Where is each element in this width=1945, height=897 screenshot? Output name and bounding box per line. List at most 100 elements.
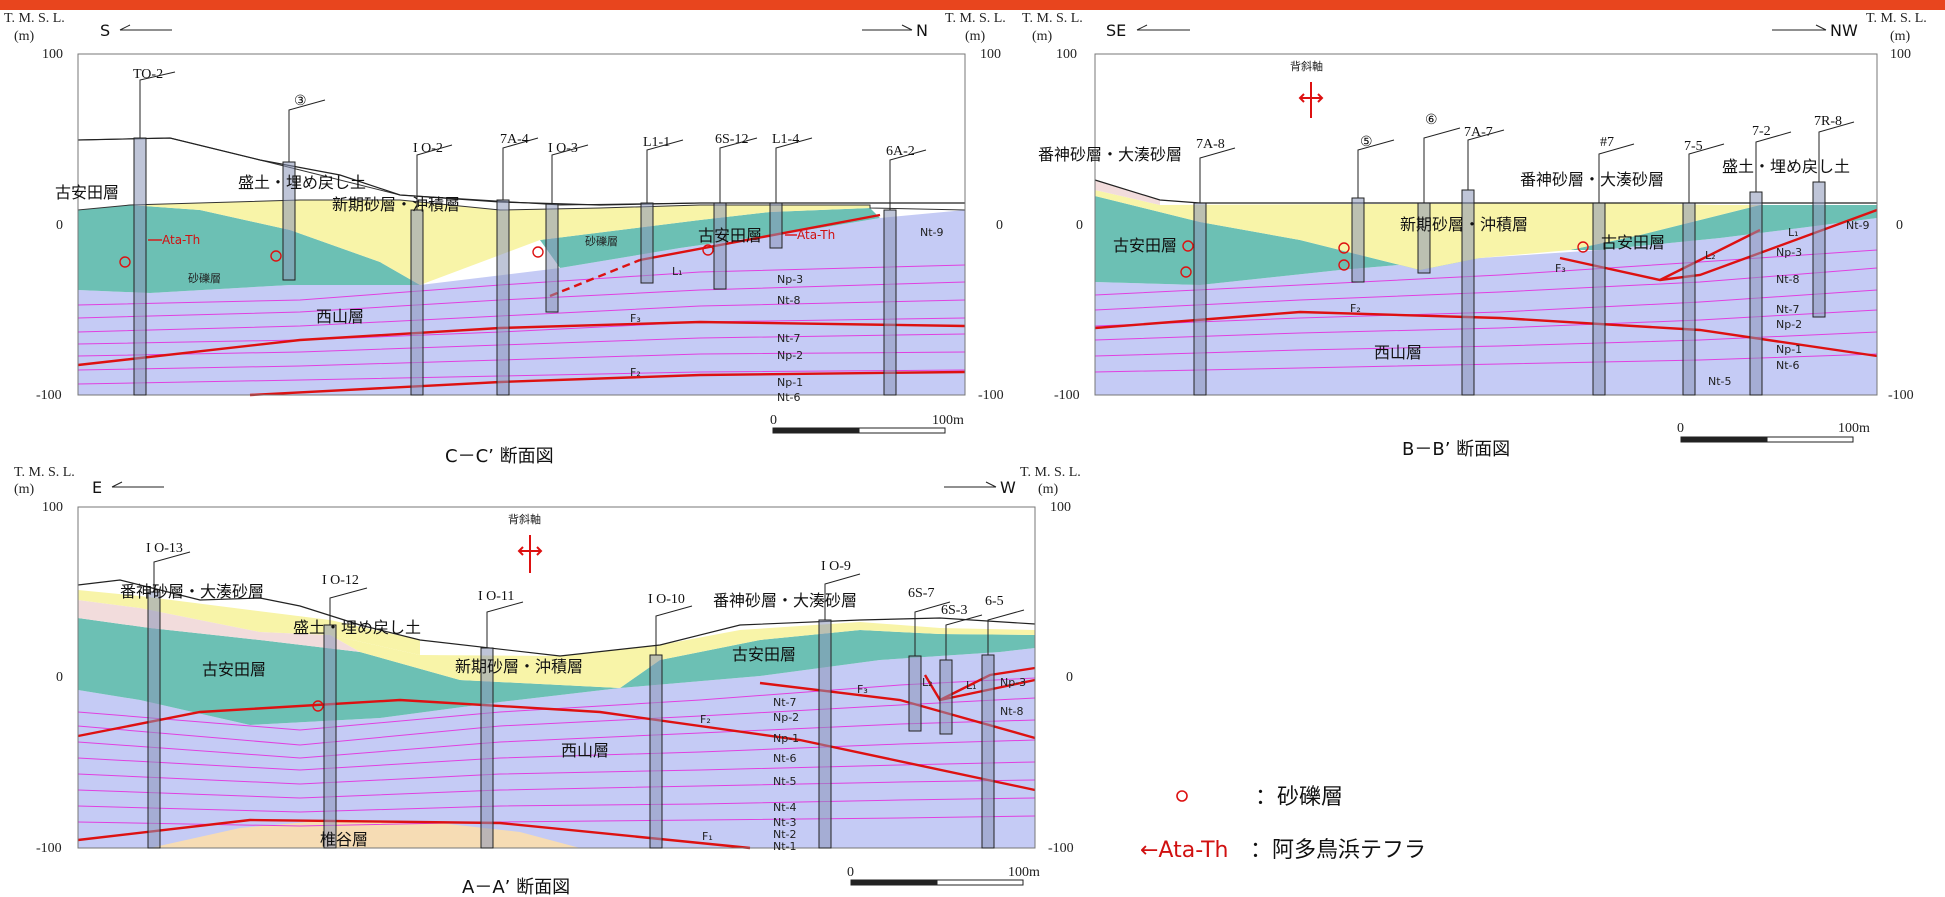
ata-th-label: Ata-Th xyxy=(797,228,835,242)
sand-gravel-marker xyxy=(532,246,544,258)
axis-tick: -100 xyxy=(1048,841,1074,856)
axis-label: T. M. S. L. xyxy=(1020,465,1081,480)
axis-label: (m) xyxy=(1032,29,1053,44)
axis-label: T. M. S. L. xyxy=(14,465,75,480)
section-cc: TO-2 ③ I O-2 7A-4 I O-3 L1-1 6S-12 L1-4 … xyxy=(4,11,1006,467)
axis-tick: -100 xyxy=(1888,388,1914,403)
borehole-label: 7A-7 xyxy=(1464,125,1493,140)
unit-label: Nt-8 xyxy=(1776,273,1800,286)
direction-label: SE xyxy=(1106,21,1126,40)
borehole-label: 7A-8 xyxy=(1196,137,1225,152)
axis-label: T. M. S. L. xyxy=(1866,11,1927,26)
layer-label: 古安田層 xyxy=(732,645,796,664)
borehole-label: #7 xyxy=(1600,135,1614,150)
borehole xyxy=(1417,202,1431,274)
borehole xyxy=(818,619,832,849)
shinki-layer-aa xyxy=(330,622,1035,688)
layer-label: 新期砂層・沖積層 xyxy=(1400,215,1528,234)
borehole-label: TO-2 xyxy=(133,67,163,82)
section-bb: 7A-8 ⑤ ⑥ 7A-7 #7 7-5 7-2 7R-8 背斜軸 番神砂層・大… xyxy=(1022,11,1927,460)
sand-gravel-marker xyxy=(1182,240,1194,252)
layer-label: 盛土・埋め戻し土 xyxy=(238,173,366,192)
axis-tick: 100 xyxy=(980,47,1001,62)
axis-tick: -100 xyxy=(36,841,62,856)
borehole-label: 6S-7 xyxy=(908,586,934,601)
axis-tick: 0 xyxy=(996,218,1003,233)
legend-sand-gravel: ：砂礫層 xyxy=(1255,785,1343,810)
axis-tick: 100 xyxy=(1890,47,1911,62)
layer-label: 番神砂層・大湊砂層 xyxy=(1520,170,1664,189)
koyasuda-layer-cc xyxy=(78,205,420,293)
layer-label: 砂礫層 xyxy=(585,234,618,248)
unit-label: Nt-5 xyxy=(773,775,797,788)
layer-label: 番神砂層・大湊砂層 xyxy=(120,582,264,601)
borehole xyxy=(496,199,510,396)
sand-gravel-marker xyxy=(1338,259,1350,271)
layer-label: 西山層 xyxy=(561,741,609,760)
sand-gravel-marker xyxy=(312,700,324,712)
axis-label: (m) xyxy=(965,29,986,44)
unit-label: Np-3 xyxy=(1000,676,1026,689)
borehole xyxy=(1592,202,1606,396)
sand-gravel-marker xyxy=(270,250,282,262)
borehole xyxy=(640,202,654,284)
borehole xyxy=(883,209,897,396)
borehole xyxy=(713,202,727,290)
layer-label: 古安田層 xyxy=(55,183,119,202)
borehole xyxy=(908,655,922,732)
sand-gravel-marker xyxy=(1180,266,1192,278)
direction-label: E xyxy=(92,478,102,497)
fault-f1-aa xyxy=(77,818,751,850)
borehole xyxy=(1749,191,1763,396)
borehole-label: L1-1 xyxy=(643,135,670,150)
borehole-label: 6S-3 xyxy=(941,603,967,618)
layer-label: 古安田層 xyxy=(1113,236,1177,255)
morido-layer-cc xyxy=(77,137,966,211)
unit-label: Nt-6 xyxy=(1776,359,1800,372)
legend: ：砂礫層 ←Ata-Th ：阿多鳥浜テフラ xyxy=(1140,785,1426,863)
unit-label: Nt-7 xyxy=(773,696,797,709)
unit-label: Np-3 xyxy=(1776,246,1802,259)
axis-tick: 0 xyxy=(1896,218,1903,233)
layer-label: 新期砂層・沖積層 xyxy=(455,657,583,676)
top-banner xyxy=(0,0,1945,10)
borehole xyxy=(323,624,337,849)
borehole-label: 7-5 xyxy=(1684,139,1703,154)
unit-label: Np-1 xyxy=(1776,343,1802,356)
nishiyama-layer-cc xyxy=(78,210,965,395)
axis-label: (m) xyxy=(14,29,35,44)
unit-label: Nt-3 xyxy=(773,816,797,829)
unit-label: Nt-1 xyxy=(773,840,797,853)
borehole xyxy=(769,202,783,249)
unit-label: Np-2 xyxy=(1776,318,1802,331)
borehole xyxy=(545,203,559,313)
layer-label: 番神砂層・大湊砂層 xyxy=(713,591,857,610)
direction-label: NW xyxy=(1830,21,1858,40)
legend-circle-icon xyxy=(1176,790,1188,802)
borehole-label: I O-12 xyxy=(322,573,359,588)
fault-label: F₃ xyxy=(630,312,641,325)
layer-label: 盛土・埋め戻し土 xyxy=(293,618,421,637)
fault-label: F₂ xyxy=(1350,302,1361,315)
faults-aa xyxy=(77,666,1036,850)
direction-label: W xyxy=(1000,478,1016,497)
unit-label: Np-2 xyxy=(773,711,799,724)
unit-label: Nt-8 xyxy=(1000,705,1024,718)
scale-label: 100m xyxy=(1838,421,1870,436)
axis-label: T. M. S. L. xyxy=(945,11,1006,26)
scale-bar-aa xyxy=(850,879,1024,886)
unit-label: Nt-7 xyxy=(1776,303,1800,316)
axis-tick: -100 xyxy=(1054,388,1080,403)
direction-label: S xyxy=(100,21,110,40)
boreholes-bb xyxy=(1193,181,1826,396)
axis-tick: 0 xyxy=(1066,670,1073,685)
unit-label: Np-2 xyxy=(777,349,803,362)
anticline-marker-aa xyxy=(517,535,543,573)
borehole-label: ⑥ xyxy=(1425,113,1438,128)
ata-th-label: Ata-Th xyxy=(162,233,200,247)
borehole-label: 6-5 xyxy=(985,594,1004,609)
borehole-label: 7-2 xyxy=(1752,124,1771,139)
scale-label: 0 xyxy=(1677,421,1684,436)
borehole-label: ③ xyxy=(294,94,307,109)
anticline-label: 背斜軸 xyxy=(508,512,541,526)
